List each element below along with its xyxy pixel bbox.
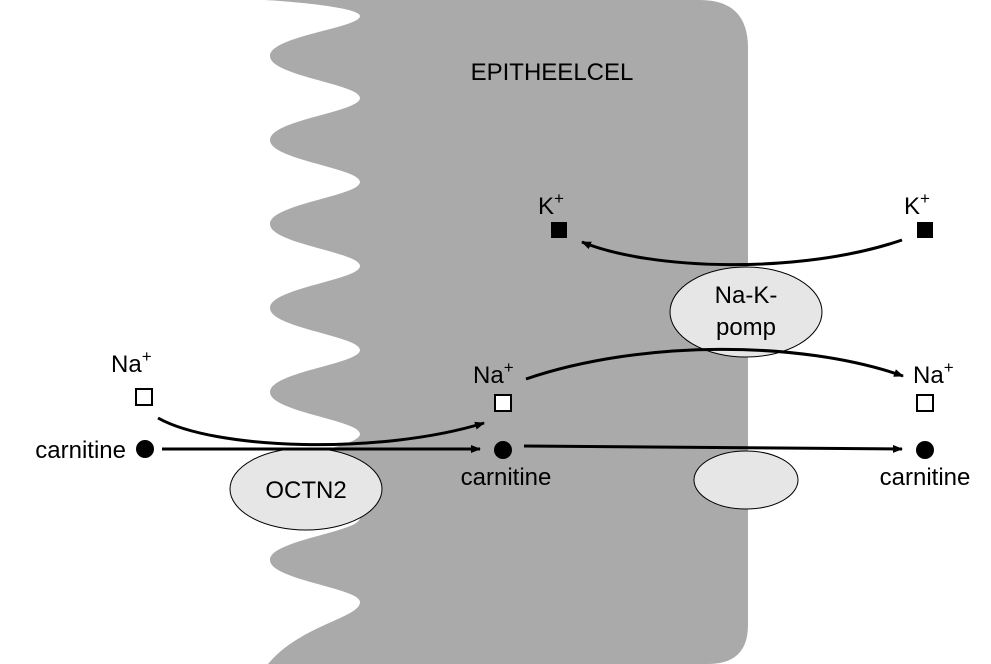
k-label-blood: K+ — [904, 189, 930, 220]
pump-label-line1: Na-K- — [715, 282, 778, 309]
sodium-square-blood — [916, 394, 934, 412]
octn2-label: OCTN2 — [265, 477, 346, 504]
potassium-square-cell — [551, 222, 567, 238]
na-k-pump — [669, 266, 823, 358]
sodium-square-cell — [494, 394, 512, 412]
k-label-cell: K+ — [538, 189, 564, 220]
carnitine-label-blood: carnitine — [880, 464, 971, 491]
basolateral-carnitine-transporter — [693, 450, 799, 510]
carnitine-efflux-arrow — [523, 444, 903, 453]
sodium-efflux-arrow — [525, 347, 904, 381]
sodium-square-lumen — [135, 388, 153, 406]
carnitine-label-lumen: carnitine — [35, 437, 126, 464]
carnitine-dot-blood — [916, 441, 934, 459]
na-label-lumen: Na+ — [111, 347, 152, 378]
pump-label-line2: pomp — [716, 314, 776, 341]
sodium-uptake-arrow — [157, 416, 485, 447]
potassium-uptake-arrow — [581, 238, 903, 267]
carnitine-label-cell: carnitine — [461, 464, 552, 491]
carnitine-dot-lumen — [136, 440, 154, 458]
na-label-cell: Na+ — [473, 358, 514, 389]
na-label-blood: Na+ — [913, 358, 954, 389]
epithelial-cell — [265, 0, 748, 664]
carnitine-dot-cell — [494, 441, 512, 459]
potassium-square-blood — [917, 222, 933, 238]
cell-label: EPITHEELCEL — [471, 59, 634, 86]
